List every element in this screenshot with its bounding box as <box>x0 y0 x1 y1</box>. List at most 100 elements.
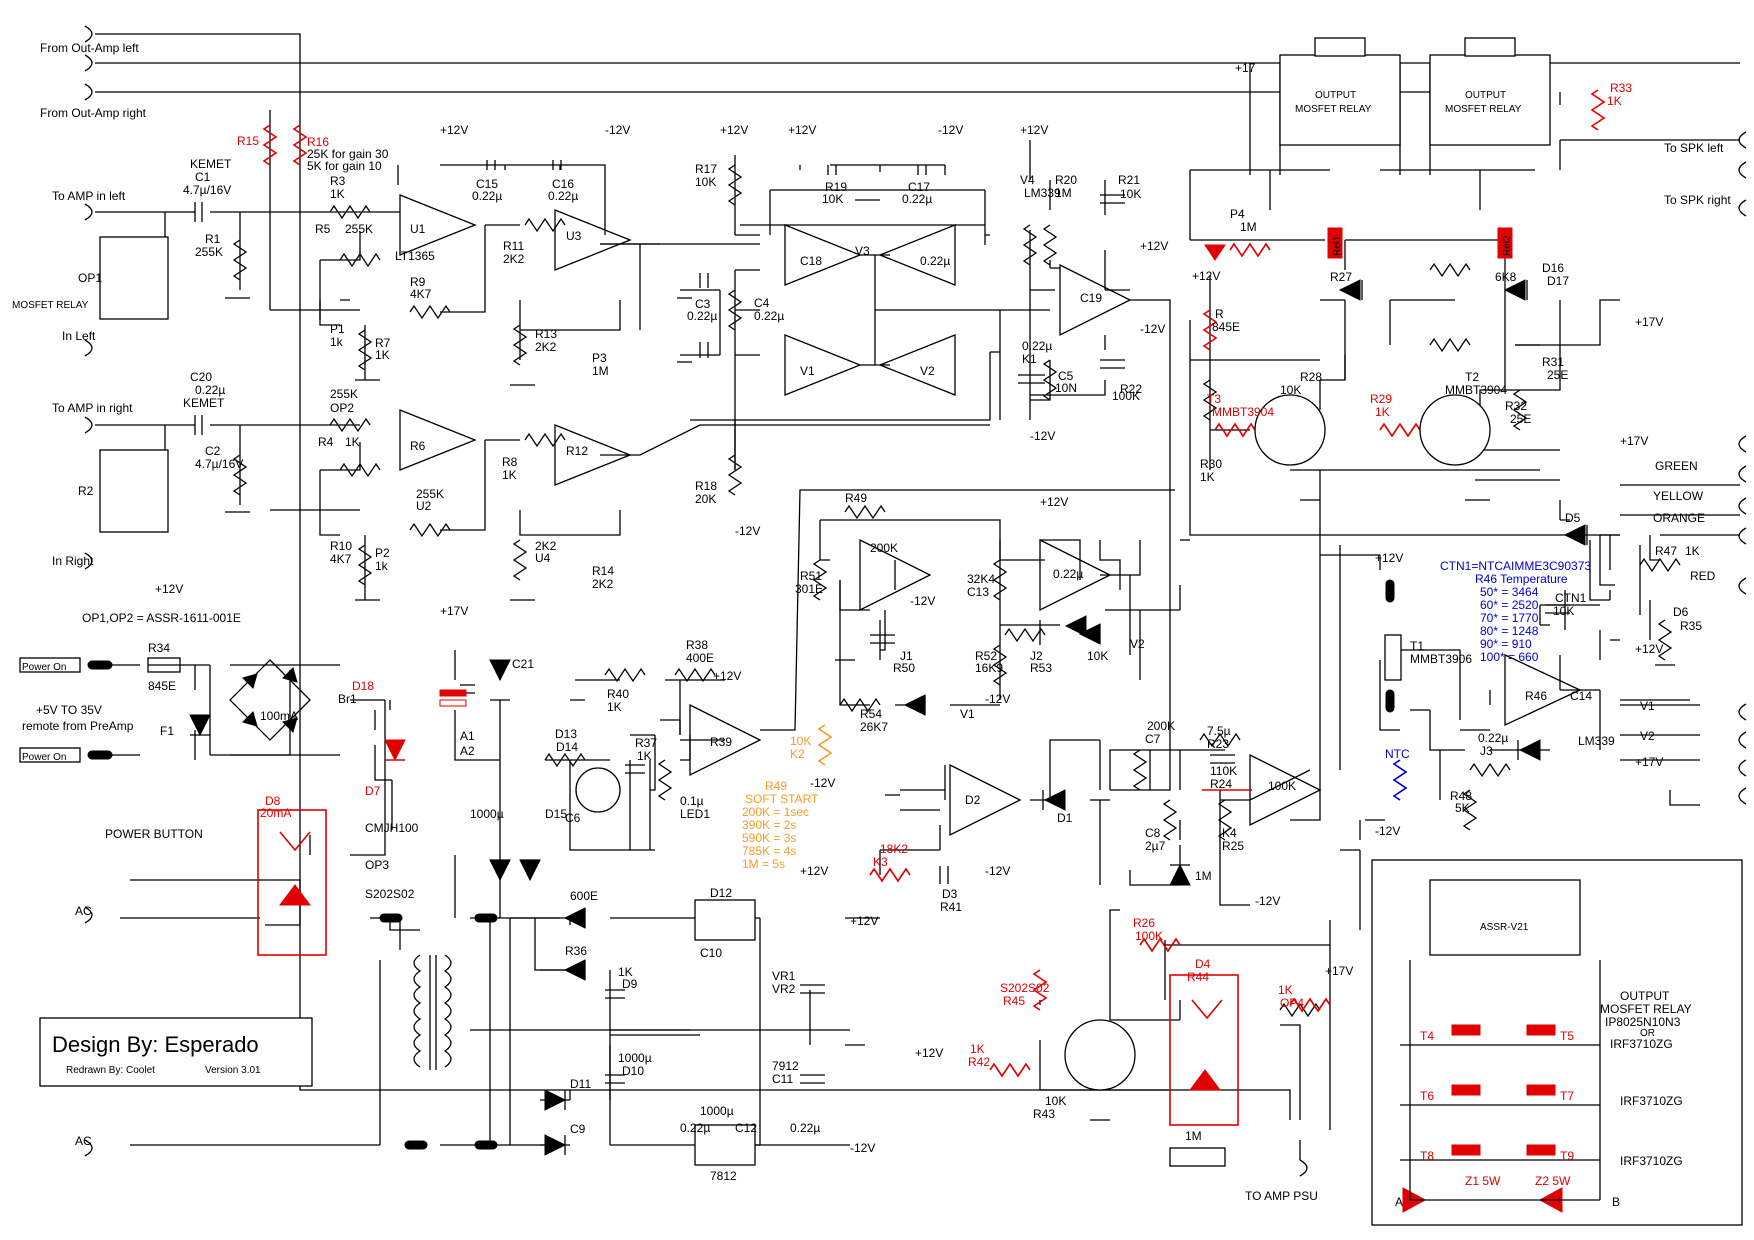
component-label: 1K <box>375 348 390 362</box>
component-label: LM339 <box>1578 734 1615 748</box>
component-label: R14 <box>592 564 614 578</box>
component-label: R20 <box>1055 173 1077 187</box>
component-label: C21 <box>512 657 534 671</box>
component-label: C4 <box>754 296 770 310</box>
credits-title: Design By: Esperado <box>52 1032 259 1057</box>
component-label: KEMET <box>190 157 232 171</box>
component-label: 25E <box>1510 412 1531 426</box>
component-label: J2 <box>1030 649 1043 663</box>
rail-p17b: +17 <box>1235 61 1256 75</box>
legend-assr: ASSR-V21 <box>1480 922 1529 933</box>
io-from-right: From Out-Amp right <box>40 106 147 120</box>
component-label: U3 <box>566 229 582 243</box>
component-label: 10K <box>1553 604 1574 618</box>
rail-r28-p12: +12V <box>1192 269 1220 283</box>
component-label: R42 <box>968 1055 990 1069</box>
rail-u3-m12: -12V <box>605 123 630 137</box>
legend-t5: IRF3710ZG <box>1610 1037 1673 1051</box>
component-label: 0.22µ <box>472 189 502 203</box>
component-label: 1k <box>375 559 389 573</box>
ntc-row-0: 50* = 3464 <box>1480 585 1539 599</box>
component-label: C11 <box>772 1072 793 1086</box>
component-label: R16 <box>307 135 329 149</box>
component-label: D11 <box>570 1077 591 1091</box>
component-label: 1M <box>1195 869 1212 883</box>
component-label: 0.22µ <box>902 192 932 206</box>
io-spk-left: To SPK left <box>1664 141 1724 155</box>
component-label: 1K <box>607 700 622 714</box>
component-label: D5 <box>1565 511 1581 525</box>
component-label: 32K4 <box>967 572 995 586</box>
rail-r19-m12: -12V <box>735 524 760 538</box>
component-label: KEMET <box>183 396 225 410</box>
component-label: C13 <box>967 585 989 599</box>
io-orange: ORANGE <box>1653 511 1705 525</box>
legend-b: B <box>1612 1195 1620 1209</box>
component-label: 2K2 <box>503 252 525 266</box>
component-label: R13 <box>535 327 557 341</box>
component-label: R21 <box>1118 173 1140 187</box>
component-label: C9 <box>570 1122 586 1136</box>
component-label: LED1 <box>680 807 710 821</box>
rail-r39-p12: +12V <box>713 669 741 683</box>
io-red: RED <box>1690 569 1716 583</box>
component-label: 6K8 <box>1495 270 1517 284</box>
component-label: OP4 <box>1280 996 1304 1010</box>
component-label: 255K <box>345 222 373 236</box>
rail-v2: V2 <box>1640 729 1655 743</box>
component-label: R32 <box>1505 399 1527 413</box>
component-label: MMBT3904 <box>1212 405 1274 419</box>
component-label: MMBT3906 <box>1410 652 1472 666</box>
rail-d4-m12: -12V <box>1255 894 1280 908</box>
component-label: D13 <box>555 727 577 741</box>
component-label: R24 <box>1210 777 1232 791</box>
component-label: 1K <box>502 468 517 482</box>
component-label: R45 <box>1003 994 1025 1008</box>
component-label: D1 <box>1057 811 1073 825</box>
relay2-l1: OUTPUT <box>1465 90 1506 101</box>
component-label: R34 <box>148 641 170 655</box>
component-label: 0.1µ <box>680 794 704 808</box>
io-remote: +5V TO 35V <box>36 703 102 717</box>
io-green: GREEN <box>1655 459 1698 473</box>
rail-c7-m12: -12V <box>985 864 1010 878</box>
component-label: C7 <box>1145 732 1161 746</box>
component-label: R29 <box>1370 392 1392 406</box>
io-yellow: YELLOW <box>1653 489 1704 503</box>
component-label: R2 <box>78 484 94 498</box>
component-label: P4 <box>1230 207 1245 221</box>
rail-r17-p12: +12V <box>720 123 748 137</box>
component-label: C14 <box>1570 689 1592 703</box>
component-label: 845E <box>1212 320 1240 334</box>
component-label: OP2 <box>330 401 354 415</box>
component-label: C2 <box>205 444 221 458</box>
component-label: C10 <box>700 946 722 960</box>
component-label: R23 <box>1207 737 1229 751</box>
component-label: R36 <box>565 944 587 958</box>
component-label: D7 <box>365 784 381 798</box>
component-label: D9 <box>622 977 638 991</box>
component-label: R10 <box>330 539 352 553</box>
component-label: 400E <box>686 651 714 665</box>
soft-row-4: 1M = 5s <box>742 857 785 871</box>
component-label: 0.22µ <box>548 189 578 203</box>
component-label: 1K <box>1607 94 1622 108</box>
component-label: 2K2 <box>535 340 557 354</box>
component-label: R12 <box>566 444 588 458</box>
component-label: 7812 <box>710 1169 737 1183</box>
component-label: 100K <box>1112 389 1140 403</box>
soft-row-2: 590K = 3s <box>742 831 796 845</box>
component-label: 2µ7 <box>1145 839 1166 853</box>
component-label: D2 <box>965 793 981 807</box>
component-label: C3 <box>695 297 711 311</box>
component-label: 255K <box>330 387 358 401</box>
component-label: 0.22µ <box>1053 567 1083 581</box>
component-label: 4.7µ/16V <box>183 183 231 197</box>
rail-r20-p12: +12V <box>1020 123 1048 137</box>
component-label: 0.22µ <box>195 383 225 397</box>
component-label: T2 <box>1465 370 1479 384</box>
component-label: 10K <box>1087 649 1108 663</box>
component-label: C8 <box>1145 826 1161 840</box>
soft-row-3: 785K = 4s <box>742 844 796 858</box>
